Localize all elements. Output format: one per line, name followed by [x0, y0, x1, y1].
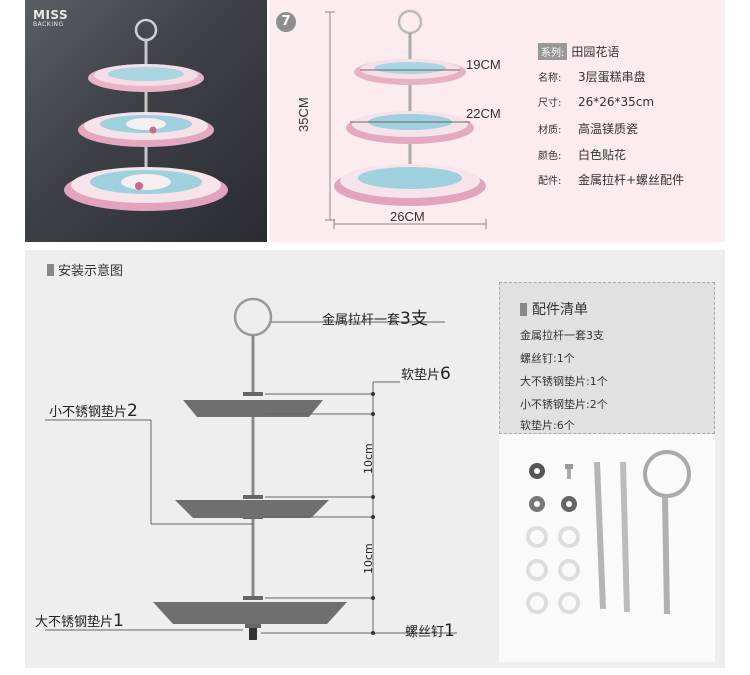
spec-value: 26*26*35cm [578, 95, 655, 109]
label-big-pad-num: 1 [113, 611, 124, 631]
label-screw-num: 1 [444, 621, 455, 641]
brand-line1: MISS [33, 8, 69, 22]
install-section: 安装示意图 [25, 250, 725, 668]
install-title-text: 安装示意图 [58, 264, 124, 279]
dim-middle-plate: 22CM [466, 106, 501, 121]
spec-key: 尺寸: [538, 98, 562, 109]
parts-list-box: 配件清单 金属拉杆一套3支 螺丝钉:1个 大不锈钢垫片:1个 小不锈钢垫片:2个… [499, 282, 715, 434]
install-title: 安装示意图 [47, 260, 123, 279]
product-photo: MISS BACKING [25, 0, 267, 242]
part-item: 金属拉杆一套3支 [520, 329, 604, 342]
label-small-pad-text: 小不锈钢垫片 [49, 405, 128, 420]
spec-key: 颜色: [538, 151, 562, 162]
title-marker [47, 264, 54, 276]
part-item: 小不锈钢垫片:2个 [520, 398, 608, 411]
brand-line2: BACKING [33, 21, 64, 28]
spec-key: 配件: [538, 176, 562, 187]
dimension-diagram [325, 9, 487, 229]
spec-panel: 7 19CM 22CM 35CM 26CM 系列:田园花语 名称:3层蛋糕串盘 … [270, 0, 725, 242]
label-small-pad: 小不锈钢垫片2 [49, 401, 138, 421]
spec-value: 金属拉杆+螺丝配件 [578, 173, 685, 187]
spec-row-series: 系列:田园花语 [538, 43, 619, 60]
label-screw: 螺丝钉1 [405, 621, 455, 641]
spec-row-material: 材质: 高温镁质瓷 [538, 120, 638, 137]
spec-value: 田园花语 [571, 45, 620, 59]
label-small-pad-num: 2 [127, 401, 138, 421]
dim-top-plate: 19CM [466, 57, 501, 72]
number-badge: 7 [276, 12, 296, 32]
label-rod: 金属拉杆一套3支 [322, 304, 428, 329]
parts-illustration [526, 450, 691, 615]
label-soft-pad-num: 6 [440, 364, 451, 384]
title-marker [520, 303, 527, 316]
spec-key: 名称: [538, 73, 562, 84]
dim-height: 35CM [296, 97, 311, 132]
cake-stand-photo-illustration [64, 18, 228, 211]
label-screw-text: 螺丝钉 [405, 625, 445, 640]
spec-value: 高温镁质瓷 [578, 122, 639, 136]
brand-logo: MISS BACKING [33, 8, 71, 32]
parts-title-text: 配件清单 [532, 302, 588, 318]
parts-title: 配件清单 [520, 299, 588, 319]
spec-key: 材质: [538, 125, 562, 136]
label-soft-pad: 软垫片6 [401, 364, 451, 384]
part-item: 大不锈钢垫片:1个 [520, 375, 608, 388]
part-item: 软垫片:6个 [520, 419, 575, 432]
spec-value: 3层蛋糕串盘 [578, 70, 646, 84]
label-rod-text: 金属拉杆一套 [322, 313, 401, 328]
dim-width: 26CM [390, 209, 425, 224]
label-rod-num: 3支 [400, 309, 428, 329]
label-gap-1: 10cm [362, 443, 375, 474]
label-big-pad: 大不锈钢垫片1 [35, 611, 124, 631]
install-diagram [45, 297, 457, 640]
part-item: 螺丝钉:1个 [520, 352, 575, 365]
spec-row-name: 名称: 3层蛋糕串盘 [538, 68, 646, 85]
label-big-pad-text: 大不锈钢垫片 [35, 615, 114, 630]
spec-row-color: 颜色: 白色贴花 [538, 146, 626, 163]
parts-photo [499, 434, 715, 662]
spec-row-size: 尺寸: 26*26*35cm [538, 94, 654, 109]
spec-value: 白色贴花 [578, 148, 627, 162]
label-gap-2: 10cm [362, 543, 375, 574]
spec-row-accessories: 配件: 金属拉杆+螺丝配件 [538, 171, 684, 188]
label-soft-pad-text: 软垫片 [401, 368, 441, 383]
spec-key: 系列: [538, 43, 568, 60]
